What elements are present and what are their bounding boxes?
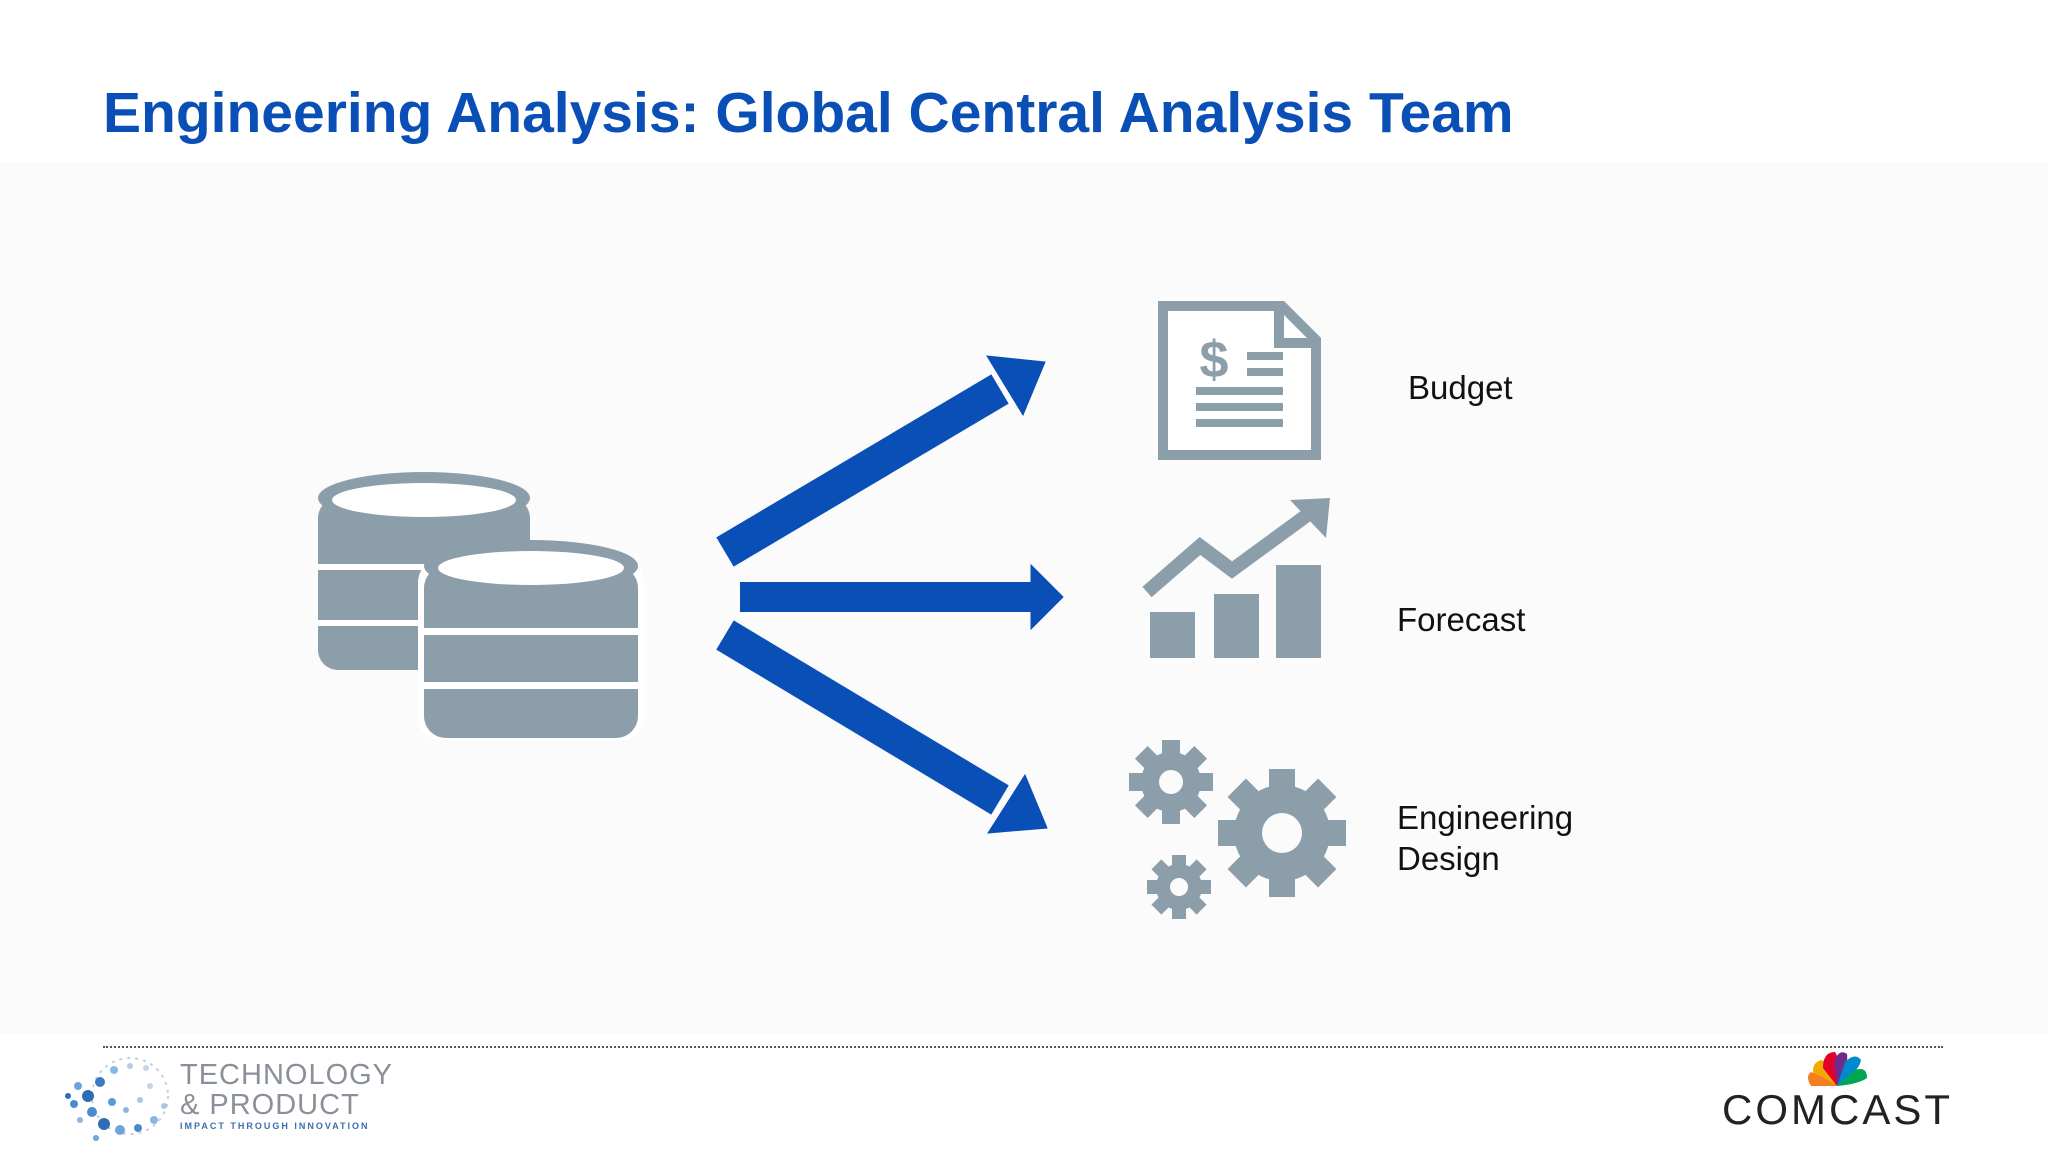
footer-divider — [103, 1046, 1943, 1048]
page-title: Engineering Analysis: Global Central Ana… — [103, 81, 1514, 145]
budget-document-icon: $ — [1158, 301, 1321, 460]
logo-tagline: IMPACT THROUGH INNOVATION — [180, 1121, 370, 1131]
forecast-label: Forecast — [1397, 601, 1526, 638]
comcast-logo-text: COMCAST — [1722, 1086, 1953, 1133]
arrow-to-engineering-design — [716, 620, 1048, 834]
growth-chart-icon — [1142, 498, 1330, 658]
database-stack-icon — [318, 472, 644, 740]
technology-product-logo-icon — [65, 1057, 169, 1141]
engineering-design-label-line2: Design — [1397, 840, 1500, 877]
budget-label: Budget — [1408, 369, 1513, 406]
technology-product-logo: TECHNOLOGY & PRODUCT IMPACT THROUGH INNO… — [180, 1060, 393, 1132]
logo-line2: & PRODUCT — [180, 1089, 360, 1121]
peacock-icon — [1808, 1052, 1867, 1086]
arrow-to-budget — [716, 355, 1046, 567]
logo-line1: TECHNOLOGY — [180, 1059, 394, 1091]
gears-icon — [1129, 740, 1346, 919]
svg-text:$: $ — [1200, 331, 1229, 389]
engineering-design-label: Engineering Design — [1397, 797, 1573, 879]
arrow-to-forecast — [740, 563, 1064, 631]
engineering-design-label-line1: Engineering — [1397, 799, 1574, 836]
